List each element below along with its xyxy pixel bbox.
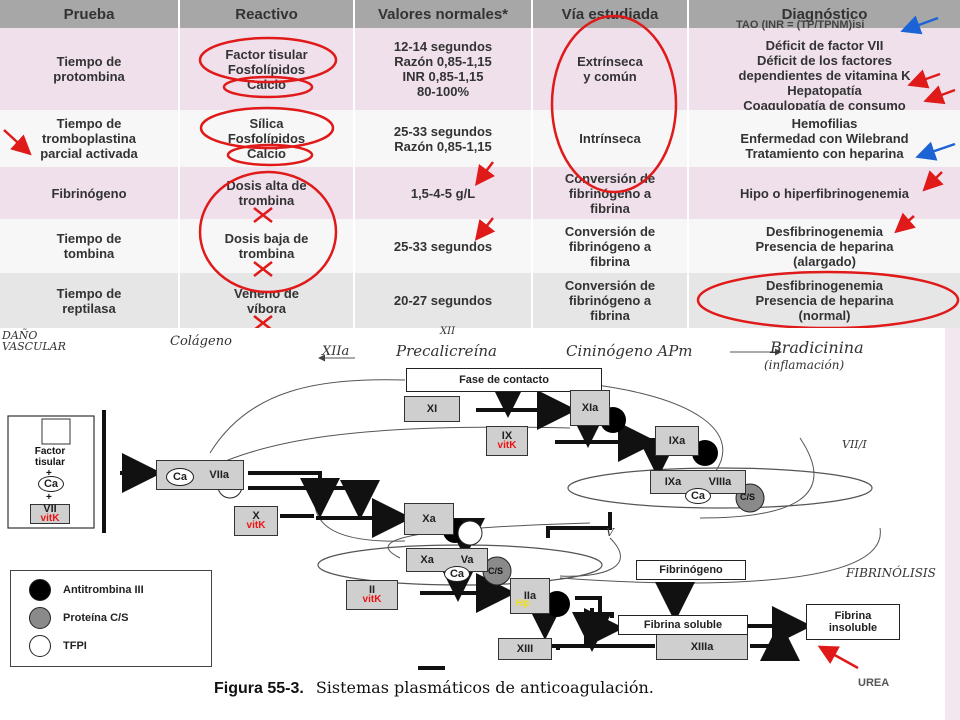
cell-diagnostico: Desfibrinogenemia Presencia de heparina … [689,273,960,328]
calcium-node: Ca [38,476,64,492]
legend-item: Proteína C/S [29,607,128,629]
v-note: V [606,526,614,539]
table-row: Tiempo de reptilasa Veneno de víbora 20-… [0,273,960,328]
antithrombin-dot [544,591,570,617]
heparin-label: Hp [516,598,530,609]
fase-contacto-box: Fase de contacto [406,368,602,392]
table-row: Tiempo de tromboplastina parcial activad… [0,110,960,167]
cell-reactivo: Sílica Fosfolípidos Calcio [180,110,355,167]
cininogeno-note: Cininógeno APm [566,342,693,360]
calcium-node: Ca [685,488,711,504]
cell-reactivo: Factor tisular Fosfolípidos Calcio [180,28,355,110]
cell-diagnostico: Déficit de factor VII Déficit de los fac… [689,28,960,113]
cell-prueba: Tiempo de protombina [0,28,180,110]
cell-valores: 25-33 segundos [355,219,533,273]
legend-panel: Antitrombina III Proteína C/S TFPI [10,570,212,667]
legend-item: TFPI [29,635,87,657]
factor-tisular-label: Factor tisular [34,446,66,468]
fibrina-insoluble-box: Fibrina insoluble [806,604,900,640]
cell-valores: 12-14 segundos Razón 0,85-1,15 INR 0,85-… [355,28,533,110]
cell-prueba: Tiempo de tromboplastina parcial activad… [0,110,180,167]
plus-label: + [46,492,52,503]
factor-xiii-node: XIII [498,638,552,660]
cell-via: Extrínseca y común [533,28,689,110]
coagulation-tests-table: Prueba Reactivo Valores normales* Vía es… [0,0,960,328]
fibrina-soluble-box: Fibrina soluble [618,615,748,635]
table-row: Tiempo de protombina Factor tisular Fosf… [0,28,960,113]
bradicinina-note: Bradicinina [770,338,864,357]
header-valores: Valores normales* [355,0,533,28]
inflamacion-note: (inflamación) [764,358,845,372]
tfpi-swatch [29,635,51,657]
cell-diagnostico: Desfibrinogenemia Presencia de heparina … [689,219,960,273]
cell-reactivo: Dosis baja de trombina [180,219,355,273]
fibrinogeno-box: Fibrinógeno [636,560,746,580]
fibrinolisis-note: FIBRINÓLISIS [846,566,936,580]
urea-label: UREA [858,677,890,689]
table-row: Tiempo de tombina Dosis baja de trombina… [0,219,960,273]
cell-via: Conversión de fibrinógeno a fibrina [533,273,689,328]
diagram-lines [7,328,960,720]
cell-valores: 20-27 segundos [355,273,533,328]
factor-xiiia-node: XIIIa [656,634,748,660]
header-prueba: Prueba [0,0,180,28]
anticoagulation-diagram: DAÑO VASCULAR Colágeno XIIa XII Precalic… [0,326,960,720]
vii-i-note: VII/I [842,438,867,451]
cell-prueba: Tiempo de reptilasa [0,273,180,328]
cell-diagnostico: Hemofilias Enfermedad con Wilebrand Trat… [689,110,960,167]
legend-item: Antitrombina III [29,579,144,601]
cell-diagnostico: Hipo o hiperfibrinogenemia [689,167,960,219]
colageno-note: Colágeno [170,334,232,349]
header-reactivo: Reactivo [180,0,355,28]
cell-via: Intrínseca [533,110,689,167]
table-row: Fibrinógeno Dosis alta de trombina 1,5-4… [0,167,960,219]
antithrombin-swatch [29,579,51,601]
cell-prueba: Tiempo de tombina [0,219,180,273]
cell-valores: 1,5-4-5 g/L [355,167,533,219]
cell-via: Conversión de fibrinógeno a fibrina [533,219,689,273]
xii-note: XII [440,326,456,337]
cell-prueba: Fibrinógeno [0,167,180,219]
header-via: Vía estudiada [533,0,689,28]
cell-reactivo: Veneno de víbora [180,273,355,328]
protein-cs-swatch [29,607,51,629]
factor-xia-node: XIa [570,390,610,426]
precalicreina-note: Precalicreína [396,342,497,360]
cs-label: C/S [488,566,504,576]
calcium-node: Ca [444,566,470,582]
factor-ixa-node: IXa [655,426,699,456]
figure-caption: Figura 55-3.Sistemas plasmáticos de anti… [214,678,654,697]
cell-reactivo: Dosis alta de trombina [180,167,355,219]
dano-vascular-note: DAÑO VASCULAR [2,329,66,353]
factor-iia-node: IIa [510,578,550,614]
xiia-note: XIIa [322,344,350,359]
factor-xi-node: XI [404,396,460,422]
tao-inr-note: TAO (INR = (TP/TPNM)isi [736,19,865,31]
cell-via: Conversión de fibrinógeno a fibrina [533,167,689,219]
cell-valores: 25-33 segundos Razón 0,85-1,15 [355,110,533,167]
calcium-node: Ca [166,468,194,486]
plus-label: + [46,468,52,479]
factor-xa-node: Xa [404,503,454,535]
cs-label: C/S [740,492,756,502]
